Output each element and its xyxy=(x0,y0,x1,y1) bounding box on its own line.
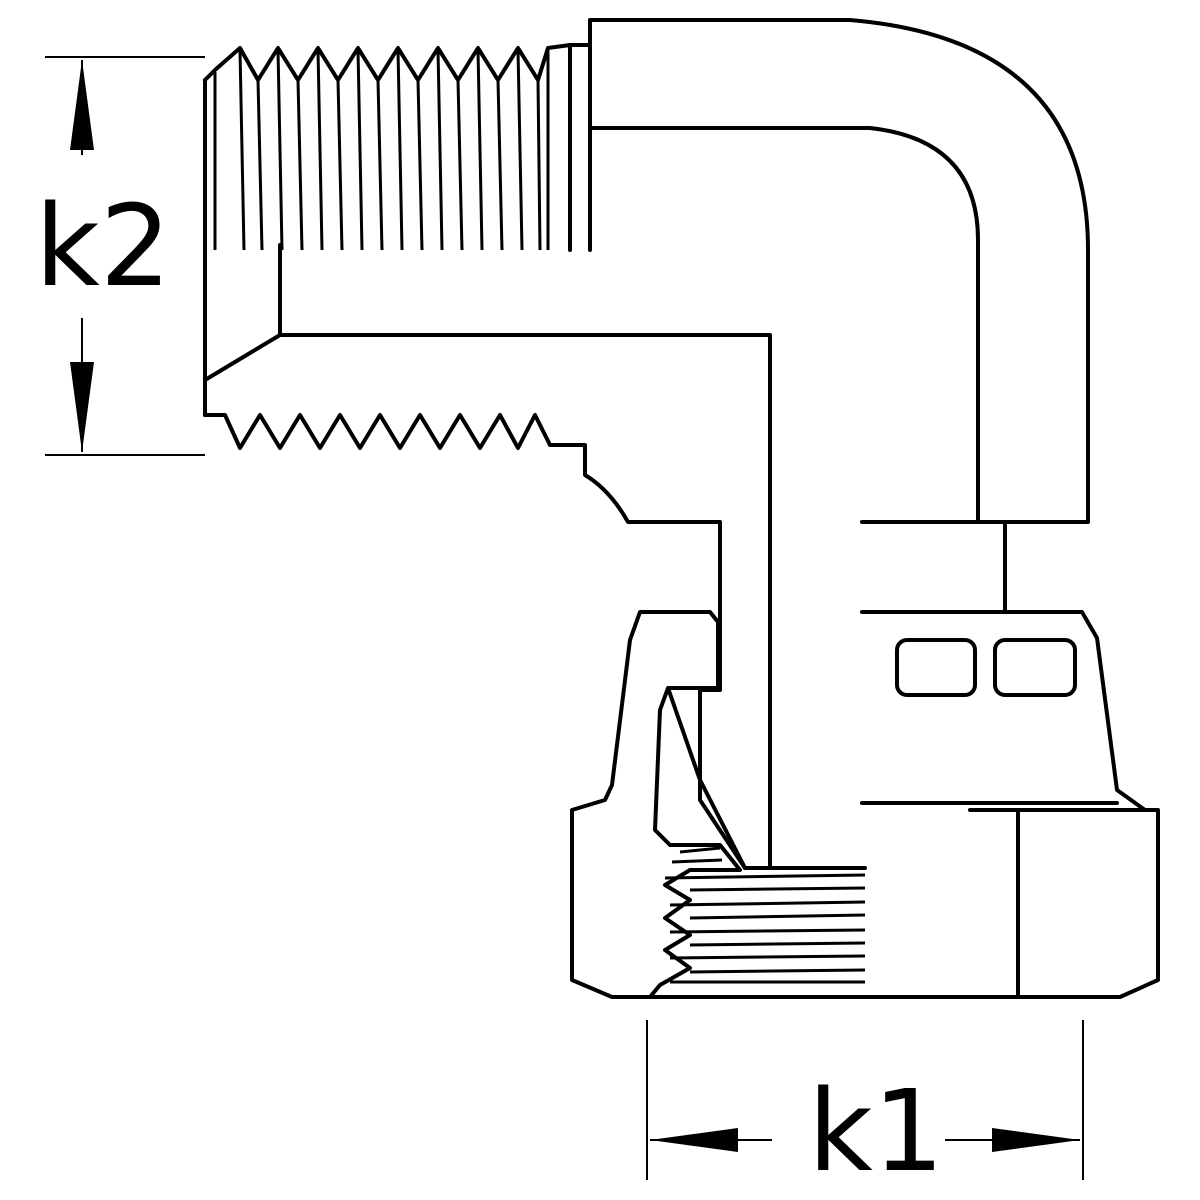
k2-dimension: k2 xyxy=(35,56,205,456)
female-thread xyxy=(664,846,866,984)
swivel-nut xyxy=(648,610,1160,999)
hex-window-icon xyxy=(993,638,1077,697)
arrow-up-icon xyxy=(70,60,94,150)
arrow-down-icon xyxy=(70,362,94,452)
nut-section xyxy=(570,610,747,999)
section-body xyxy=(203,78,867,870)
hex-window-icon xyxy=(895,638,977,697)
arrow-right-icon xyxy=(992,1128,1080,1152)
male-thread xyxy=(203,43,572,252)
k1-label: k1 xyxy=(808,1067,944,1197)
k2-label: k2 xyxy=(35,182,171,312)
k1-dimension: k1 xyxy=(646,1020,1084,1197)
arrow-left-icon xyxy=(650,1128,738,1152)
elbow-body xyxy=(568,18,1090,614)
